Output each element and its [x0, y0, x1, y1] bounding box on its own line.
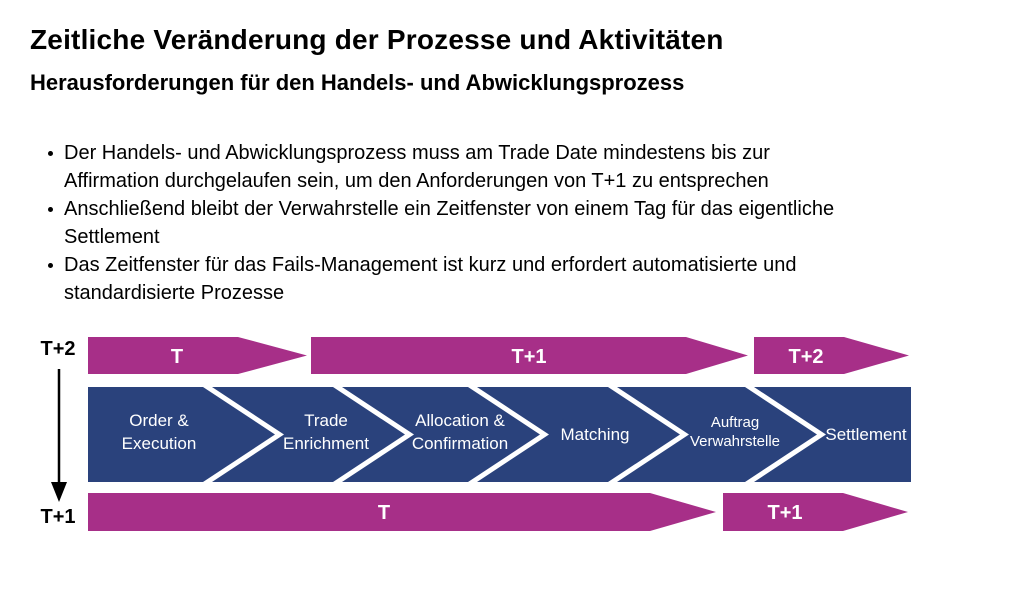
step-label-trade: Trade	[304, 411, 348, 430]
step-matching	[477, 387, 680, 482]
bottom-arrow-t	[88, 493, 716, 531]
step-trade-enrichment	[212, 387, 405, 482]
step-label-order: Order &	[129, 411, 189, 430]
step-label-verwahrstelle: Verwahrstelle	[690, 433, 780, 450]
step-label-auftrag: Auftrag	[711, 414, 759, 431]
top-arrow-t2	[754, 337, 909, 374]
step-label-enrichment: Enrichment	[283, 434, 369, 453]
top-arrow-t-label: T	[171, 346, 183, 368]
bullet-dot	[48, 151, 53, 156]
page-title: Zeitliche Veränderung der Prozesse und A…	[30, 24, 724, 55]
top-arrow-t2-label: T+2	[788, 346, 823, 368]
down-arrow-head-icon	[51, 482, 67, 502]
bottom-arrow-t1	[723, 493, 908, 531]
step-label-confirmation: Confirmation	[412, 434, 508, 453]
page-subtitle: Herausforderungen für den Handels- und A…	[30, 70, 685, 95]
bullet-text: Der Handels- und Abwicklungsprozess muss…	[64, 139, 770, 195]
bottom-arrow-t-label: T	[378, 502, 390, 524]
process-timeline-diagram: T+2 T+1 T T+1 T+2 Order & Execution Trad…	[40, 337, 911, 531]
bullet-item: Anschließend bleibt der Verwahrstelle ei…	[48, 195, 834, 251]
step-label-settlement: Settlement	[825, 425, 907, 444]
step-label-matching: Matching	[561, 425, 630, 444]
bullet-list: Der Handels- und Abwicklungsprozess muss…	[48, 139, 834, 307]
left-label-t1: T+1	[40, 506, 75, 528]
step-order-execution	[88, 387, 275, 482]
bullet-line: Settlement	[64, 226, 160, 248]
bullet-text: Das Zeitfenster für das Fails-Management…	[64, 251, 797, 307]
bullet-line: Anschließend bleibt der Verwahrstelle ei…	[64, 198, 835, 220]
bullet-item: Der Handels- und Abwicklungsprozess muss…	[48, 139, 834, 195]
bullet-line: Der Handels- und Abwicklungsprozess muss…	[64, 142, 770, 164]
step-label-allocation: Allocation &	[415, 411, 505, 430]
step-allocation-confirmation	[342, 387, 540, 482]
bullet-line: Affirmation durchgelaufen sein, um den A…	[64, 170, 769, 192]
top-arrow-t1	[311, 337, 748, 374]
step-label-execution: Execution	[122, 434, 197, 453]
bullet-line: standardisierte Prozesse	[64, 282, 285, 304]
bullet-text: Anschließend bleibt der Verwahrstelle ei…	[64, 195, 834, 251]
bullet-line: Das Zeitfenster für das Fails-Management…	[64, 254, 797, 276]
bottom-arrow-t1-label: T+1	[767, 502, 802, 524]
left-label-t2: T+2	[40, 338, 75, 360]
bullet-dot	[48, 263, 53, 268]
bullet-item: Das Zeitfenster für das Fails-Management…	[48, 251, 834, 307]
step-auftrag-verwahrstelle	[617, 387, 817, 482]
top-arrow-t	[88, 337, 307, 374]
top-arrow-t1-label: T+1	[511, 346, 546, 368]
bullet-dot	[48, 207, 53, 212]
step-settlement	[754, 387, 911, 482]
